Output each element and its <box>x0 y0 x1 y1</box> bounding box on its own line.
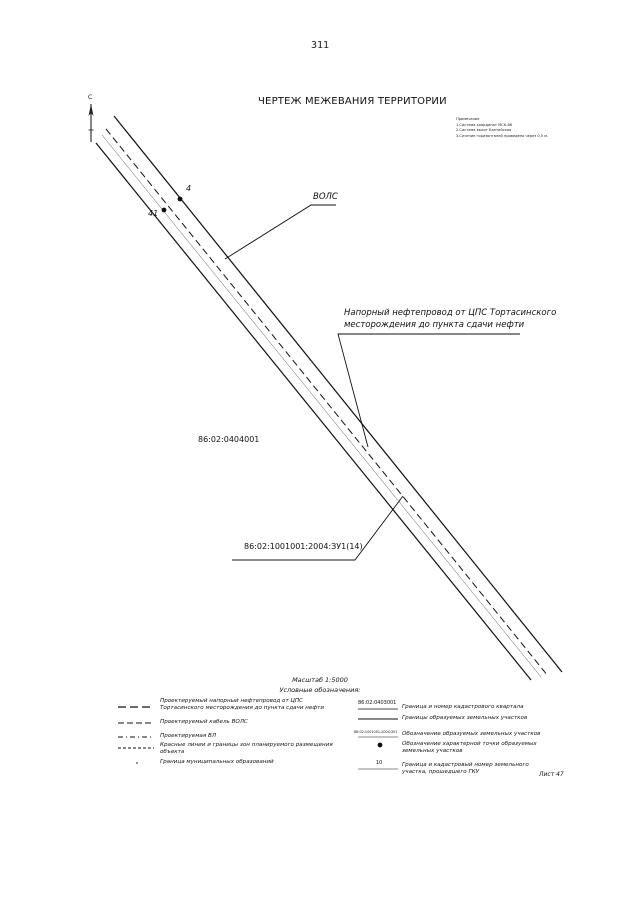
cable-line <box>101 134 542 678</box>
notes-header: Примечание <box>456 117 480 121</box>
corridor-boundary-line <box>95 142 532 681</box>
pipeline-callout-line2: месторождения до пункта сдачи нефти <box>344 320 525 330</box>
north-arrow-icon <box>88 104 94 142</box>
legend-item-text: Граница и кадастровый номер земельного у… <box>402 762 529 775</box>
north-label: С <box>88 94 93 101</box>
legend-item-text: Красные линии и границы зон планируемого… <box>160 742 333 755</box>
note-item: 3.Сечение горизонталей проведено через 0… <box>456 133 549 138</box>
legend-sample: 10 <box>376 760 383 766</box>
legend-item-text: Проектируемый кабель ВОЛС <box>160 719 248 725</box>
sheet-number: Лист 47 <box>539 771 564 778</box>
point-label: 4 <box>186 184 192 193</box>
pipeline-leader-line <box>337 333 520 448</box>
corridor-boundary-line <box>113 115 563 673</box>
pipeline-callout-line1: Напорный нефтепровод от ЦПС Тортасинског… <box>344 308 557 318</box>
drawing-title: ЧЕРТЕЖ МЕЖЕВАНИЯ ТЕРРИТОРИИ <box>258 96 447 107</box>
page-number: 311 <box>310 40 330 51</box>
legend-item-text: Границы образуемых земельных участков <box>402 715 528 721</box>
land-plot-label: 86:02:1001001:2004:ЗУ1(14) <box>244 542 363 551</box>
legend-title: Условные обозначения: <box>279 686 361 694</box>
note-item: 1.Система координат МСК-86 <box>456 122 513 127</box>
plot-leader-line <box>232 495 404 561</box>
legend-sample: 86:02:1001001:2004:ЗУ1 <box>354 730 398 734</box>
scale-label: Масштаб 1:5000 <box>292 676 348 684</box>
legend-item-text: Проектируемый напорный нефтепровод от ЦП… <box>160 698 325 711</box>
notes-block: Примечание 1.Система координат МСК-86 2.… <box>456 117 548 139</box>
pipeline-axis-line <box>105 128 549 677</box>
note-item: 2.Система высот Балтийская <box>456 128 512 132</box>
legend-sample: 86:02:0403001 <box>358 700 397 706</box>
vols-leader-line <box>224 204 336 260</box>
legend-item-text: Граница и номер кадастрового квартала <box>402 704 524 710</box>
point-label: 41 <box>148 209 159 218</box>
cadastral-quarter-label: 86:02:0404001 <box>198 435 260 444</box>
characteristic-point-icon <box>377 742 383 748</box>
legend-item-text: Граница муниципальных образований <box>160 759 274 765</box>
legend-item-text: Обозначение образуемых земельных участко… <box>402 731 541 737</box>
boundary-point-41 <box>161 207 167 213</box>
boundary-point-4 <box>177 196 183 202</box>
vols-callout: ВОЛС <box>313 192 338 202</box>
legend-item-text: Обозначение характерной точки образуемых… <box>402 741 537 754</box>
legend-item-text: Проектируемая ВЛ <box>160 733 217 739</box>
